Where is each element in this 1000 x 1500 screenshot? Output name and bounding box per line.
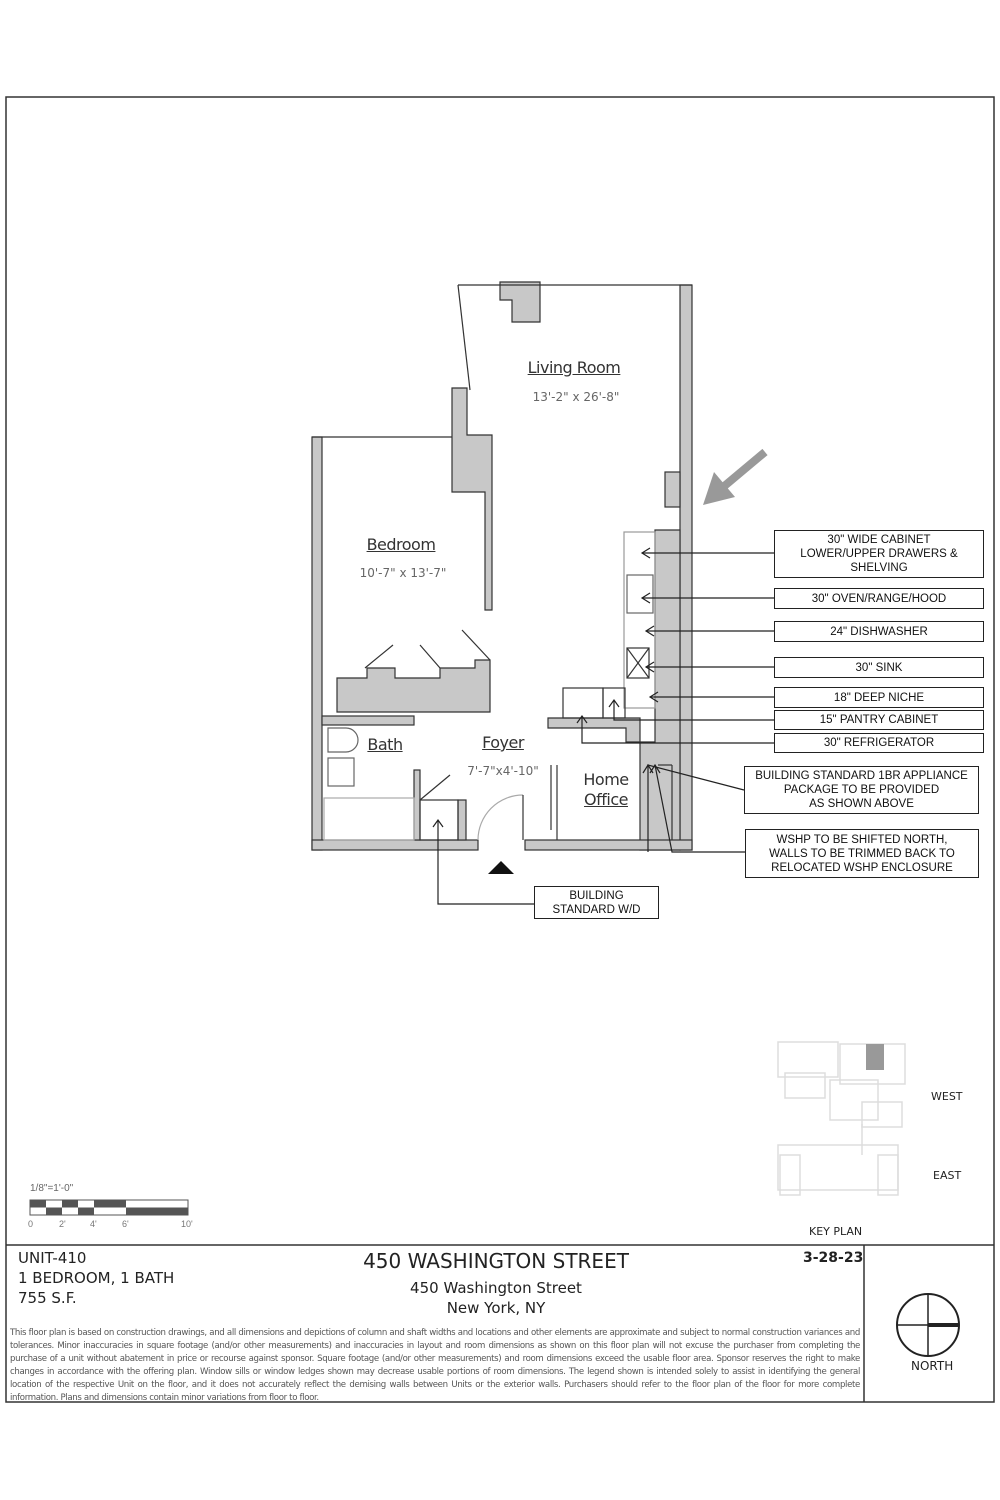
callout-line: 24" DISHWASHER — [830, 625, 928, 638]
key-plan — [777, 1041, 906, 1196]
scale-tick: 0 — [28, 1219, 34, 1229]
scale-label: 1/8"=1'-0" — [30, 1183, 74, 1194]
scale-tick: 10' — [181, 1219, 193, 1229]
key-plan-title: KEY PLAN — [809, 1225, 863, 1238]
callout-niche: 18" DEEP NICHE — [774, 687, 984, 708]
highlight-arrow-icon — [703, 448, 768, 505]
callout-line: 30" SINK — [855, 661, 903, 674]
callout-line: BUILDING STANDARD 1BR APPLIANCE — [755, 770, 968, 782]
callout-cabinet: 30" WIDE CABINET LOWER/UPPER DRAWERS & SHE… — [774, 530, 984, 578]
callout-line: WSHP TO BE SHIFTED NORTH, — [776, 833, 948, 846]
callout-line: RELOCATED WSHP ENCLOSURE — [771, 861, 953, 874]
unit-area: 755 S.F. — [18, 1289, 77, 1307]
address-street: 450 Washington Street — [410, 1279, 582, 1297]
callout-line: PACKAGE TO BE PROVIDED — [783, 784, 940, 796]
leader-lines — [432, 547, 774, 905]
callout-line: SHELVING — [850, 562, 908, 574]
room-name-living: Living Room — [527, 358, 621, 377]
room-name-bath: Bath — [367, 735, 403, 754]
unit-number: UNIT-410 — [18, 1249, 87, 1267]
scale-bar — [29, 1199, 189, 1216]
key-plan-east: EAST — [933, 1169, 962, 1182]
callout-dishwasher: 24" DISHWASHER — [774, 621, 984, 642]
callout-line: 30" OVEN/RANGE/HOOD — [811, 592, 947, 605]
room-dims-living: 13'-2" x 26'-8" — [532, 390, 620, 404]
room-name-office-line2: Office — [584, 790, 628, 809]
callout-line: BUILDING — [569, 889, 624, 902]
callout-pantry: 15" PANTRY CABINET — [774, 710, 984, 730]
scale-tick: 4' — [90, 1219, 97, 1229]
callout-line: 30" REFRIGERATOR — [823, 737, 935, 749]
plan-date: 3-28-23 — [803, 1250, 864, 1266]
callout-wshp: WSHP TO BE SHIFTED NORTH,WALLS TO BE TRI… — [745, 829, 979, 878]
scale-tick: 6' — [122, 1219, 129, 1229]
callout-line: 30" WIDE CABINET — [827, 534, 931, 546]
callout-appliance-package: BUILDING STANDARD 1BR APPLIANCE PACKAGE T… — [744, 766, 979, 814]
callout-line: AS SHOWN ABOVE — [809, 798, 914, 810]
address-city: New York, NY — [446, 1299, 546, 1317]
room-name-office-line1: Home — [583, 770, 629, 789]
building-name: 450 WASHINGTON STREET — [363, 1249, 629, 1273]
callout-line: WALLS TO BE TRIMMED BACK TO — [769, 847, 955, 860]
scale-tick: 2' — [59, 1219, 66, 1229]
room-name-bedroom: Bedroom — [366, 535, 436, 554]
callout-oven: 30" OVEN/RANGE/HOOD — [774, 588, 984, 609]
north-arrow-icon — [896, 1293, 960, 1357]
key-plan-unit-highlight — [866, 1044, 884, 1070]
callout-line: STANDARD W/D — [552, 903, 641, 916]
callout-sink: 30" SINK — [774, 657, 984, 678]
room-name-foyer: Foyer — [482, 733, 524, 752]
callout-refrigerator: 30" REFRIGERATOR — [774, 733, 984, 753]
callout-line: 15" PANTRY CABINET — [819, 714, 939, 726]
callout-line: LOWER/UPPER DRAWERS & — [800, 548, 958, 560]
room-dims-foyer: 7'-7"x4'-10" — [467, 764, 539, 778]
unit-type: 1 BEDROOM, 1 BATH — [18, 1269, 175, 1287]
key-plan-west: WEST — [931, 1090, 963, 1103]
room-dims-bedroom: 10'-7" x 13'-7" — [359, 566, 447, 580]
page-frame — [5, 96, 995, 1403]
north-label: NORTH — [911, 1359, 954, 1373]
callout-line: 18" DEEP NICHE — [833, 691, 925, 704]
entrance-marker-icon — [488, 861, 514, 874]
disclaimer-text: This floor plan is based on construction… — [10, 1328, 860, 1403]
plan-lines — [312, 284, 692, 841]
